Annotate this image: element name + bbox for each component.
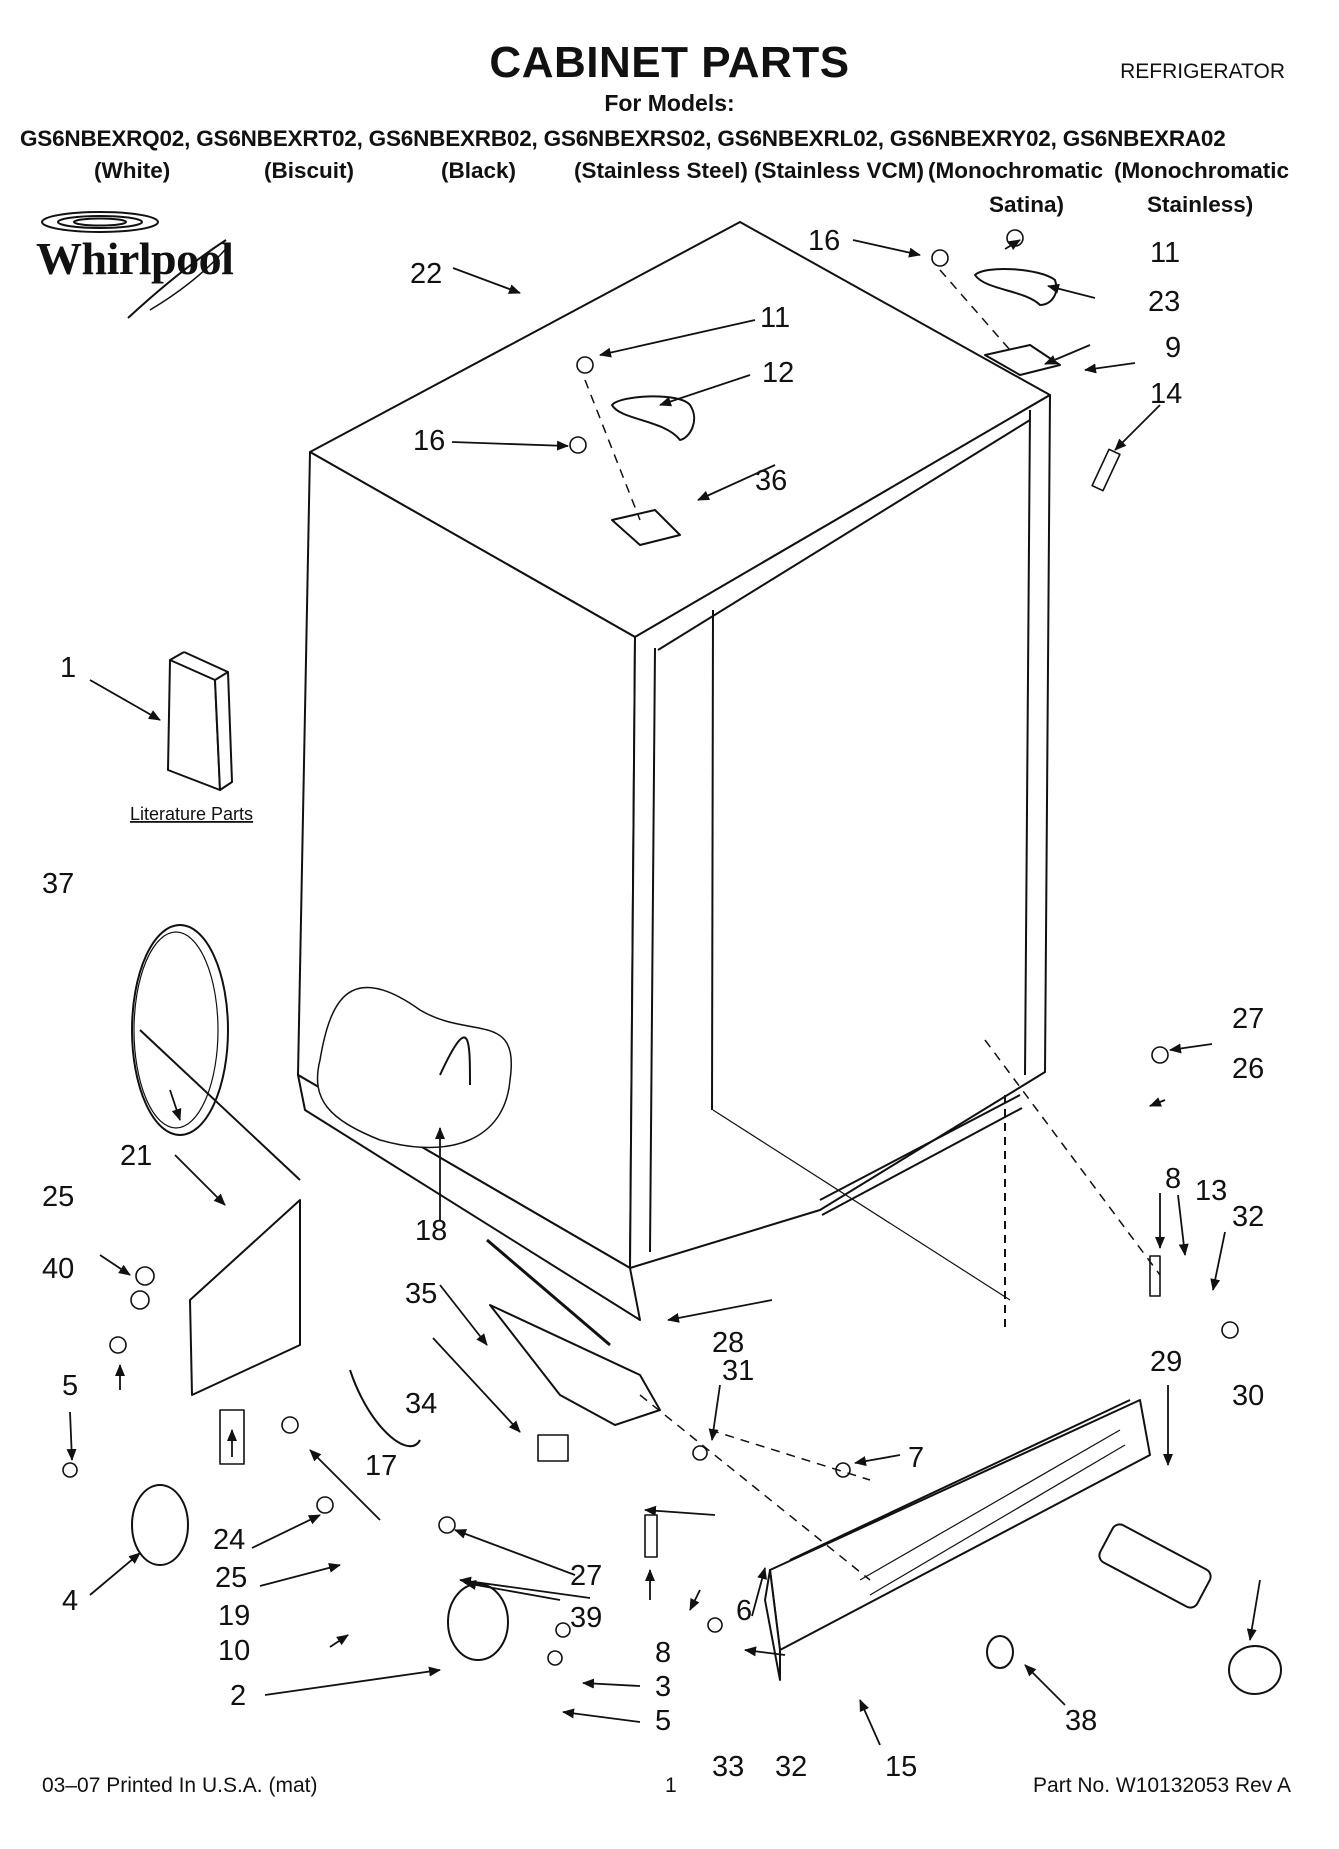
base-grille [764,1399,1151,1681]
callout-39: 39 [570,1602,602,1634]
finish-stainless-steel: (Stainless Steel) [574,158,748,183]
callout-2: 2 [230,1680,246,1712]
finish-stainless-vcm: (Stainless VCM) [754,158,925,183]
print-info: 03–07 Printed In U.S.A. (mat) [42,1774,318,1797]
liner-cutaway [316,986,512,1149]
callout-17: 17 [365,1450,397,1482]
callout-38: 38 [1065,1705,1097,1737]
callout-3: 3 [655,1671,671,1703]
callout-32b: 32 [775,1751,807,1783]
callout-5b: 5 [655,1705,671,1737]
callout-40: 40 [42,1253,74,1285]
callout-25a: 25 [42,1181,74,1213]
callout-12: 12 [762,357,794,389]
literature-parts-label: Literature Parts [130,804,253,824]
callout-8b: 8 [655,1637,671,1669]
callout-30: 30 [1232,1380,1264,1412]
callout-25b: 25 [215,1562,247,1594]
callout-4: 4 [62,1585,78,1617]
callout-8a: 8 [1165,1163,1181,1195]
page-title: CABINET PARTS [489,38,850,87]
callout-28: 28 [712,1327,744,1359]
callout-11b: 11 [1150,237,1180,269]
hinge-cover-23 [974,267,1058,306]
callout-31: 31 [722,1355,754,1387]
dispenser-housing-28 [489,1304,661,1426]
callout-7: 7 [908,1442,924,1474]
filter-cap [1228,1645,1282,1695]
finish-white: (White) [94,158,171,183]
logo-wordmark: Whirlpool [36,233,234,284]
tube-19 [349,1369,421,1447]
page-number: 1 [665,1774,677,1797]
swirl-icon [41,211,231,319]
callout-5a: 5 [62,1370,78,1402]
finish-monochromatic-stainless: (Monochromatic [1114,158,1290,183]
callout-15: 15 [885,1751,917,1783]
front-roller [447,1583,509,1661]
rear-access-panel [189,1199,301,1396]
callout-16b: 16 [413,425,445,457]
callout-19: 19 [218,1600,250,1632]
hinge-9 [984,344,1061,376]
appliance-type: REFRIGERATOR [1120,60,1285,83]
callout-27b: 27 [570,1560,602,1592]
callout-32a: 32 [1232,1201,1264,1233]
for-models-label: For Models: [604,90,735,116]
finish-satina-line2: Satina) [989,192,1065,217]
filter-bypass-38 [986,1635,1014,1669]
callout-21: 21 [120,1140,152,1172]
callout-18: 18 [415,1215,447,1247]
water-tubing [131,924,229,1136]
rear-roller [131,1484,189,1566]
callout-26: 26 [1232,1053,1264,1085]
finish-monochromatic-satina: (Monochromatic [928,158,1104,183]
callout-9: 9 [1165,332,1181,364]
hinge-cover-12 [611,395,696,441]
callout-35: 35 [405,1278,437,1310]
callout-22: 22 [410,258,442,290]
callout-23: 23 [1148,286,1180,318]
callout-36: 36 [755,465,787,497]
hinge-36 [611,509,681,546]
callout-13: 13 [1195,1175,1227,1207]
callout-24: 24 [213,1524,245,1556]
water-tube-35 [486,1238,611,1347]
finish-stainless-line2: Stainless) [1147,192,1254,217]
callout-14: 14 [1150,378,1182,410]
callout-37: 37 [42,868,74,900]
model-numbers: GS6NBEXRQ02, GS6NBEXRT02, GS6NBEXRB02, G… [20,126,1226,151]
callout-11a: 11 [760,302,790,334]
whirlpool-logo: Whirlpool [30,210,270,320]
callout-1: 1 [60,652,76,684]
finish-black: (Black) [441,158,517,183]
callout-33: 33 [712,1751,744,1783]
part-number: Part No. W10132053 Rev A [1033,1774,1291,1797]
callout-6: 6 [736,1595,752,1627]
literature-book [167,651,233,791]
callout-34: 34 [405,1388,437,1420]
callout-10: 10 [218,1635,250,1667]
cabinet-body [297,221,1051,1330]
callout-27a: 27 [1232,1003,1264,1035]
callout-16a: 16 [808,225,840,257]
callout-29: 29 [1150,1346,1182,1378]
water-filter [1098,1523,1212,1609]
finish-biscuit: (Biscuit) [264,158,354,183]
